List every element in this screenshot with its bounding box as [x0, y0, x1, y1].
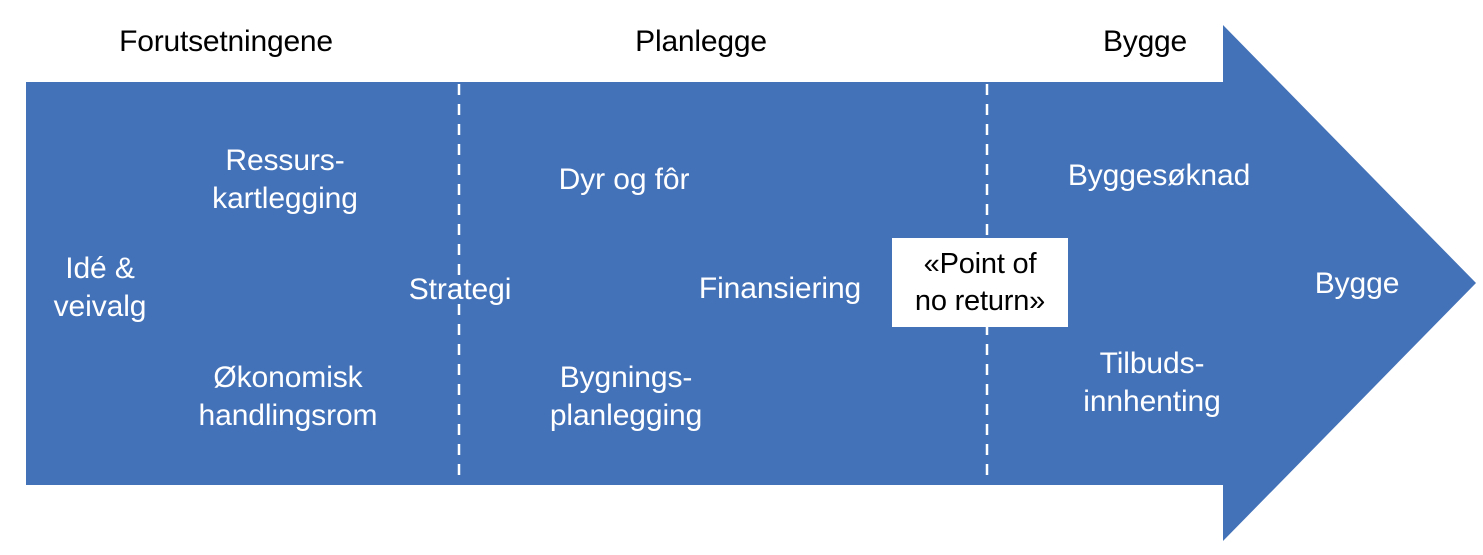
label-dyr-og-for: Dyr og fôr — [558, 163, 690, 196]
phase-header-forutsetningene: Forutsetningene — [119, 25, 333, 58]
label-okonomisk-handlingsrom: Økonomisk handlingsrom — [198, 361, 378, 432]
phase-header-bygge: Bygge — [1102, 25, 1188, 58]
label-ide-og-veivalg: Idé & veivalg — [53, 252, 147, 323]
label-strategi: Strategi — [408, 273, 512, 306]
label-bygnings-planlegging: Bygnings- planlegging — [549, 361, 703, 432]
arrow-polygon — [26, 25, 1476, 541]
phase-header-planlegge: Planlegge — [635, 25, 767, 58]
point-of-no-return-callout: «Point of no return» — [892, 238, 1068, 327]
label-bygge: Bygge — [1314, 267, 1400, 300]
label-finansiering: Finansiering — [698, 272, 862, 305]
point-of-no-return-text: «Point of no return» — [914, 247, 1046, 317]
label-byggesoknad: Byggesøknad — [1067, 159, 1251, 192]
label-ressurs-kartlegging: Ressurs- kartlegging — [212, 144, 358, 215]
label-tilbuds-innhenting: Tilbuds- innhenting — [1083, 347, 1221, 418]
